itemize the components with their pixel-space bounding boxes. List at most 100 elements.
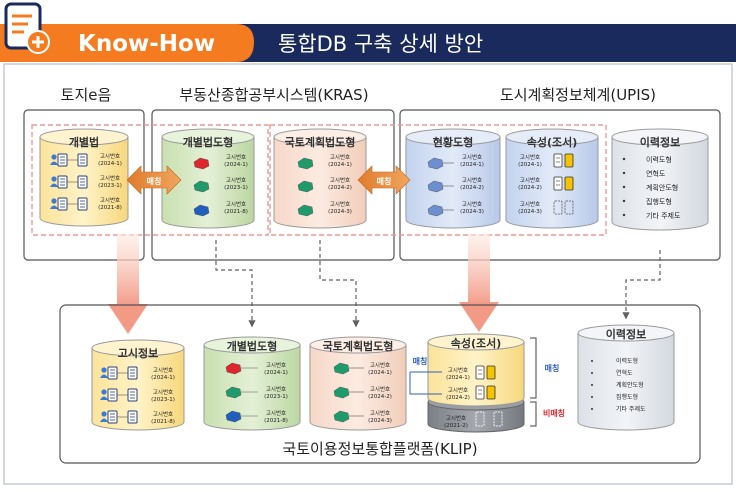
- match-arrow-2: 매칭: [357, 165, 411, 195]
- p-gaebyeol-label: 개별법도형: [227, 339, 278, 353]
- p-sokseong-items: 고시번호(2024-1)고시번호 (2024-2): [446, 365, 496, 401]
- match-region-left: [31, 124, 269, 236]
- item-row: 고시번호(2024-1): [100, 366, 175, 381]
- nonmatch-bracket: [530, 401, 537, 427]
- p-iryeok-cylinder: 이력정보: [577, 324, 675, 431]
- item-code: (2021-8): [98, 205, 122, 211]
- bullet-item: 집행도형: [616, 393, 638, 401]
- item-row: 고시번호(2023-1): [100, 388, 175, 403]
- upis-sokseong-label: 속성(조서): [527, 135, 578, 149]
- item-label: 고시번호: [226, 200, 246, 208]
- item-label: 고시번호: [153, 410, 173, 418]
- attribute-doc-icon: [553, 153, 574, 168]
- match-arrow-2-label: 매칭: [377, 176, 392, 186]
- document-icon: [107, 388, 118, 402]
- bullet-item: 계획안도형: [616, 381, 644, 389]
- kras-gaebyeol-items: 고시번호(2024-1)고시번호(2023-1)고시번호(2021-8): [193, 153, 248, 217]
- item-label: 고시번호: [330, 153, 350, 161]
- item-code: (2023-1): [224, 185, 248, 191]
- document-icon: [57, 153, 68, 167]
- item-code: (2024-1): [518, 162, 542, 168]
- item-label: 고시번호: [448, 366, 468, 374]
- upis-hyeonhwang-cylinder: 현황도형: [405, 128, 501, 229]
- p-sokseong-extra-item: 고시번호 (2021-2): [444, 411, 503, 429]
- match-arrow-1: 매칭: [126, 165, 182, 195]
- p-gaebyeol-items: 고시번호(2024-1)고시번호(2023-1)고시번호(2021-8): [225, 361, 288, 424]
- connector-iryeok: [622, 250, 661, 320]
- item-code: (2021-8): [264, 418, 288, 424]
- p-gukto-items: 고시번호(2024-1)고시번호(2024-2)고시번호(2024-3): [333, 361, 392, 424]
- bullet-item: 연혁도: [616, 369, 633, 377]
- item-row: 고시번호(2024-1): [297, 153, 352, 170]
- kras-gukto-items: 고시번호(2024-1)고시번호(2024-2)고시번호(2024-3): [297, 153, 352, 217]
- item-row: 고시번호(2024-1): [225, 361, 288, 376]
- item-code: (2023-1): [98, 183, 122, 189]
- item-row: 고시번호(2024-1): [193, 153, 248, 170]
- item-label: 고시번호: [100, 152, 120, 160]
- match-arrow-1-label: 매칭: [147, 176, 162, 186]
- item-code: (2024-2): [368, 394, 392, 400]
- bullet-dot: [622, 213, 626, 217]
- shape-icon: [427, 157, 444, 170]
- item-row: 고시번호(2021-8): [225, 409, 288, 424]
- toji-title: 토지e음: [61, 86, 112, 104]
- bullet-dot: [622, 185, 626, 189]
- upis-hyeonhwang-label: 현황도형: [433, 135, 473, 149]
- empty-doc-icon: [493, 411, 503, 427]
- p-gukto-label: 국토계획법도형: [323, 339, 394, 353]
- p-match-left-line: [409, 371, 442, 395]
- item-code: (2024-2): [446, 395, 470, 401]
- item-code: (2023-1): [151, 397, 175, 403]
- p-match-right-label: 매칭: [545, 363, 560, 373]
- item-row: 고시번호(2024-3): [333, 409, 392, 424]
- item-code: (2024-2): [518, 185, 542, 191]
- bullet-dot: [622, 171, 626, 175]
- item-row: 고시번호(2024-1): [333, 361, 392, 376]
- item-code: (2024-2): [460, 185, 484, 191]
- item-label: 고시번호: [100, 196, 120, 204]
- platform-title: 국토이용정보통합플랫폼(KLIP): [282, 440, 477, 458]
- item-label: 고시번호: [266, 409, 286, 417]
- item-row: 고시번호(2021-8): [50, 196, 122, 211]
- match-bracket: [530, 337, 537, 399]
- bullet-dot: [591, 372, 593, 374]
- empty-doc-icon: [553, 200, 574, 215]
- item-code: (2024-1): [264, 370, 288, 376]
- item-label: 고시번호: [370, 361, 390, 369]
- item-row: 고시번호(2023-1): [193, 176, 248, 193]
- item-row: 고시번호(2024-2): [427, 176, 484, 193]
- item-code: (2021-8): [151, 419, 175, 425]
- item-row: 고시번호(2021-8): [100, 410, 175, 425]
- item-code: (2024-3): [460, 209, 484, 215]
- attribute-doc-icon: [553, 176, 574, 191]
- bullet-item: 계획안도형: [646, 183, 678, 192]
- item-row: 고시번호(2023-1): [50, 174, 122, 189]
- shape-icon: [297, 204, 314, 217]
- bullet-item: 집행도형: [646, 197, 672, 206]
- person-icon: [100, 389, 108, 400]
- kras-gaebyeol-cylinder: 개별법도형: [161, 128, 255, 229]
- item-row: 고시번호(2024-3): [518, 200, 574, 215]
- p-match-left-label: 매칭: [413, 356, 428, 366]
- person-icon: [100, 367, 108, 378]
- connector-gukto: [319, 240, 360, 328]
- item-row: 고시번호(2024-1): [446, 365, 496, 381]
- document-icon: [127, 366, 138, 380]
- item-label: 고시번호: [462, 153, 482, 161]
- shape-icon: [427, 180, 444, 193]
- empty-doc-icon: [475, 411, 485, 427]
- kras-gaebyeol-label: 개별법도형: [183, 135, 234, 149]
- item-code: (2024-1): [151, 375, 175, 381]
- item-label: 고시번호: [370, 409, 390, 417]
- document-icon: [77, 175, 88, 189]
- item-row: 고시번호(2024-3): [427, 200, 484, 217]
- item-row: 고시번호(2024-1): [427, 153, 484, 170]
- p-gukto-cylinder: 국토계획법도형: [309, 336, 407, 431]
- p-nonmatch-label: 비매칭: [543, 408, 565, 418]
- shape-icon: [297, 157, 314, 170]
- shape-icon: [193, 180, 210, 193]
- item-code: (2024-1): [446, 375, 470, 381]
- item-row: 고시번호(2021-8): [193, 200, 248, 217]
